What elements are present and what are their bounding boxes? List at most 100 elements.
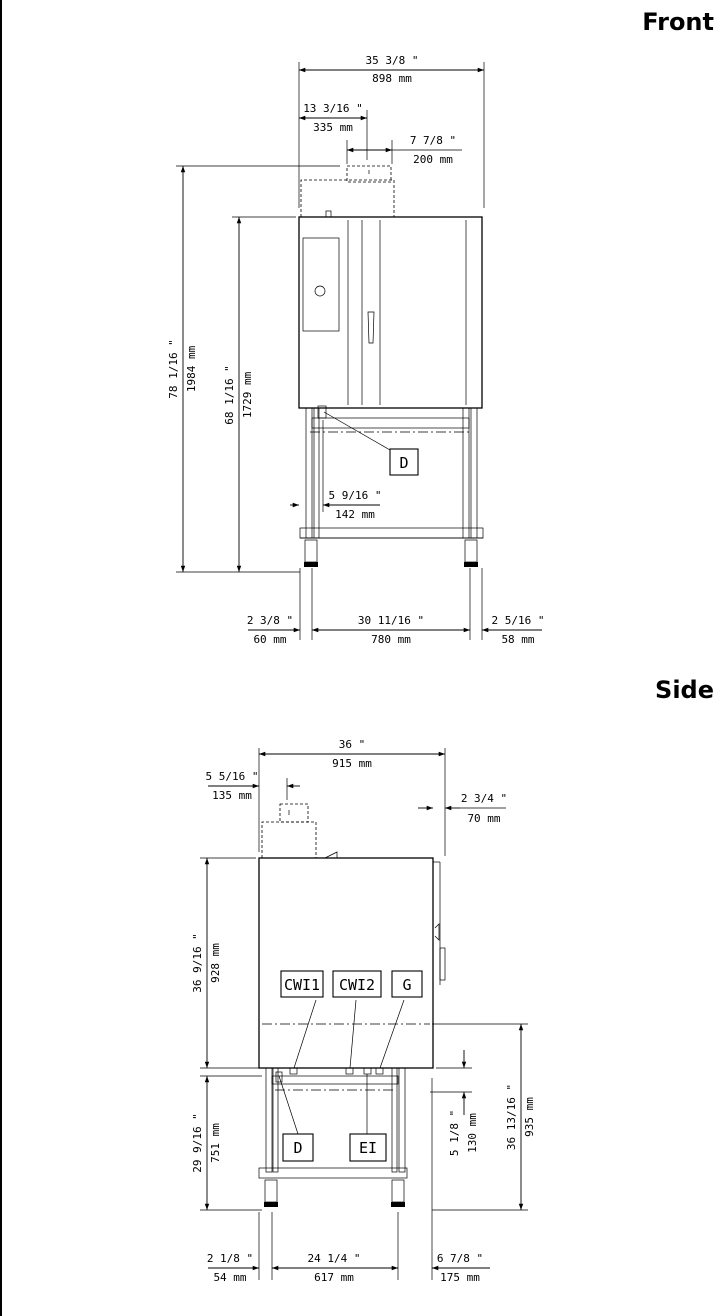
side-ei-label: EI	[359, 1139, 377, 1157]
side-stand-height-in: 29 9/16 "	[191, 1113, 204, 1173]
side-conn-cwi2	[345, 1067, 354, 1075]
side-d-label: D	[293, 1139, 302, 1157]
front-drain-label-box	[389, 448, 419, 476]
side-rear-leg-mm: 54 mm	[213, 1271, 246, 1284]
front-stand-upper-rail	[311, 417, 470, 429]
side-rear-leg-in: 2 1/8 "	[207, 1252, 253, 1265]
front-unit-height-in: 68 1/16 "	[223, 365, 236, 425]
side-cwi1-label: CWI1	[284, 976, 320, 994]
side-cwi2-label-box	[332, 970, 382, 998]
front-view-title: Front	[642, 8, 714, 36]
front-leg-span-mm: 780 mm	[371, 633, 411, 646]
side-conn-g	[375, 1067, 384, 1075]
front-drain-leader	[323, 411, 391, 451]
front-right-leg-mm: 58 mm	[501, 633, 534, 646]
side-stand-upper-rail	[271, 1075, 399, 1085]
side-ei-label-box	[349, 1133, 387, 1162]
side-stand-height-mm: 751 mm	[209, 1123, 222, 1163]
front-drain-offset-mm: 142 mm	[335, 508, 375, 521]
side-foot-rear-pad	[264, 1202, 278, 1207]
side-leg-front-inner	[391, 1067, 398, 1173]
front-total-height-in: 78 1/16 "	[167, 339, 180, 399]
front-width-mm: 898 mm	[372, 72, 412, 85]
front-drain-pipe	[317, 405, 327, 419]
front-flue-width-in: 7 7/8 "	[410, 134, 456, 147]
side-drain-pipe	[275, 1071, 283, 1083]
front-leg-span-in: 30 11/16 "	[358, 614, 424, 627]
side-flue-outline	[279, 803, 309, 823]
front-leg-right-outer	[470, 407, 478, 539]
side-leg-front-outer	[398, 1067, 406, 1173]
front-foot-left	[304, 539, 318, 563]
side-depth-in: 36 "	[339, 738, 366, 751]
side-handle	[439, 947, 446, 981]
front-leg-left-inner	[313, 407, 320, 539]
side-cwi2-label: CWI2	[339, 976, 375, 994]
side-leg-span-mm: 617 mm	[314, 1271, 354, 1284]
front-view: D 35 3/8 " 898 mm 13 3/16 " 335 mm 7 7/8…	[167, 54, 544, 646]
side-g-label-box	[391, 970, 423, 998]
front-flue-offset-mm: 335 mm	[313, 121, 353, 134]
side-unit-height-mm: 928 mm	[209, 943, 222, 983]
side-top-dashed	[261, 821, 317, 858]
front-leg-left-outer	[305, 407, 313, 539]
front-foot-left-pad	[304, 562, 318, 567]
side-unit-height-in: 36 9/16 "	[191, 933, 204, 993]
side-conn-offset-in: 5 1/8 "	[448, 1110, 461, 1156]
side-stand-shelf	[258, 1167, 408, 1179]
side-cwi1-label-box	[280, 970, 324, 998]
side-conn-offset-mm: 130 mm	[466, 1113, 479, 1153]
front-oven-body	[298, 216, 483, 409]
front-control-knob	[314, 285, 326, 297]
side-handle-knob	[434, 923, 440, 941]
side-leg-rear-inner	[272, 1067, 279, 1173]
side-foot-rear	[264, 1179, 278, 1203]
front-drain-label: D	[399, 454, 408, 472]
front-right-leg-in: 2 5/16 "	[492, 614, 545, 627]
front-top-dashed	[300, 179, 395, 217]
side-front-leg-in: 6 7/8 "	[437, 1252, 483, 1265]
side-oven-body	[258, 857, 434, 1069]
front-flue-offset-in: 13 3/16 "	[303, 102, 363, 115]
front-flue-width-mm: 200 mm	[413, 153, 453, 166]
front-flue-outline	[346, 165, 392, 183]
front-left-leg-in: 2 3/8 "	[247, 614, 293, 627]
side-flue-offset-mm: 135 mm	[212, 789, 252, 802]
side-view: CWI1 CWI2 G D EI 36 " 915 mm 5 5/16 " 13…	[191, 738, 536, 1284]
side-cwi2-leader	[349, 999, 357, 1069]
side-conn-cwi1	[289, 1067, 298, 1075]
side-flue-offset-in: 5 5/16 "	[206, 770, 259, 783]
front-left-leg-mm: 60 mm	[253, 633, 286, 646]
front-control-panel	[302, 237, 340, 332]
side-d-leader	[278, 1075, 299, 1135]
side-cwi1-leader	[293, 999, 317, 1069]
page-left-border	[0, 0, 2, 1316]
front-stand-shelf	[299, 527, 484, 539]
side-d-label-box	[282, 1133, 314, 1162]
side-front-leg-mm: 175 mm	[440, 1271, 480, 1284]
side-handle-depth-in: 2 3/4 "	[461, 792, 507, 805]
front-unit-height-mm: 1729 mm	[241, 371, 254, 418]
front-total-height-mm: 1984 mm	[185, 345, 198, 392]
side-leg-rear-outer	[265, 1067, 273, 1173]
side-foot-front-pad	[391, 1202, 405, 1207]
front-leg-right-inner	[462, 407, 470, 539]
front-foot-right-pad	[464, 562, 478, 567]
front-top-vent	[325, 210, 332, 218]
side-top-vent	[324, 851, 338, 859]
side-conn-height-mm: 935 mm	[523, 1097, 536, 1137]
front-door-handle	[367, 311, 375, 344]
front-drain-offset-in: 5 9/16 "	[329, 489, 382, 502]
side-conn-height-in: 36 13/16 "	[505, 1084, 518, 1150]
front-width-in: 35 3/8 "	[366, 54, 419, 67]
side-view-title: Side	[655, 676, 714, 704]
side-g-label: G	[402, 976, 411, 994]
side-depth-mm: 915 mm	[332, 757, 372, 770]
side-handle-depth-mm: 70 mm	[467, 812, 500, 825]
side-g-leader	[379, 999, 405, 1069]
side-foot-front	[391, 1179, 405, 1203]
side-leg-span-in: 24 1/4 "	[308, 1252, 361, 1265]
front-foot-right	[464, 539, 478, 563]
side-conn-ei	[363, 1067, 372, 1075]
